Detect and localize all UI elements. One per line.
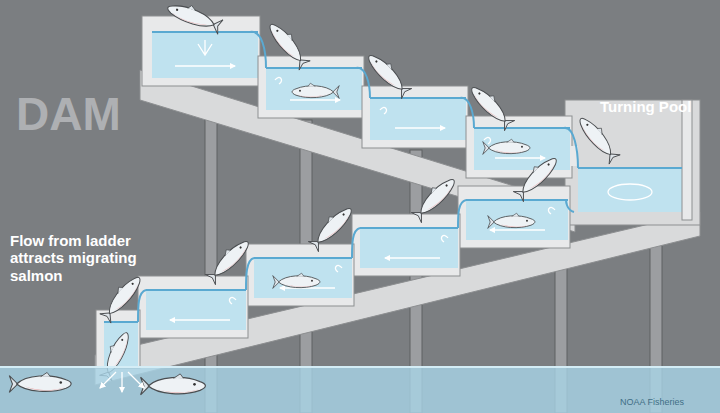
turning-pool-label: Turning Pool — [600, 98, 691, 115]
upper-pools — [142, 16, 692, 220]
lower-pools — [96, 186, 574, 368]
flow-note: Flow from ladder attracts migrating salm… — [10, 232, 178, 284]
credit-watermark: NOAA Fisheries — [620, 397, 684, 407]
ladder-slab — [95, 70, 700, 385]
flow-arrows — [170, 66, 545, 320]
river-surface — [0, 366, 720, 368]
dam-label: DAM — [16, 88, 121, 141]
river-flow-arrows — [100, 372, 144, 392]
river-fish — [9, 372, 205, 394]
flow-swirls — [198, 40, 652, 304]
river-water — [0, 367, 720, 413]
salmon-fish — [97, 0, 622, 381]
